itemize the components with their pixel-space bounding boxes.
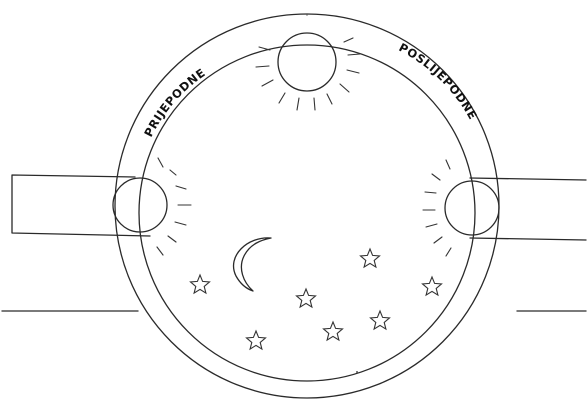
sun-icon xyxy=(113,158,191,255)
speck-mark xyxy=(356,371,358,373)
star-icon xyxy=(297,289,316,307)
star-icon xyxy=(247,331,266,349)
star-icon xyxy=(191,275,210,293)
label-afternoon: POSLIJEPODNE xyxy=(397,40,480,122)
crescent-moon-icon xyxy=(234,238,271,291)
label-morning: PRIJEPODNE xyxy=(141,65,208,139)
left-tab-strip xyxy=(12,175,150,236)
speck-mark xyxy=(306,14,308,16)
star-icon xyxy=(371,311,390,329)
star-icon xyxy=(361,249,380,267)
stars-group xyxy=(191,249,442,349)
inner-disc xyxy=(139,45,475,381)
sun-icon xyxy=(423,160,499,256)
star-icon xyxy=(423,277,442,295)
star-icon xyxy=(324,322,343,340)
